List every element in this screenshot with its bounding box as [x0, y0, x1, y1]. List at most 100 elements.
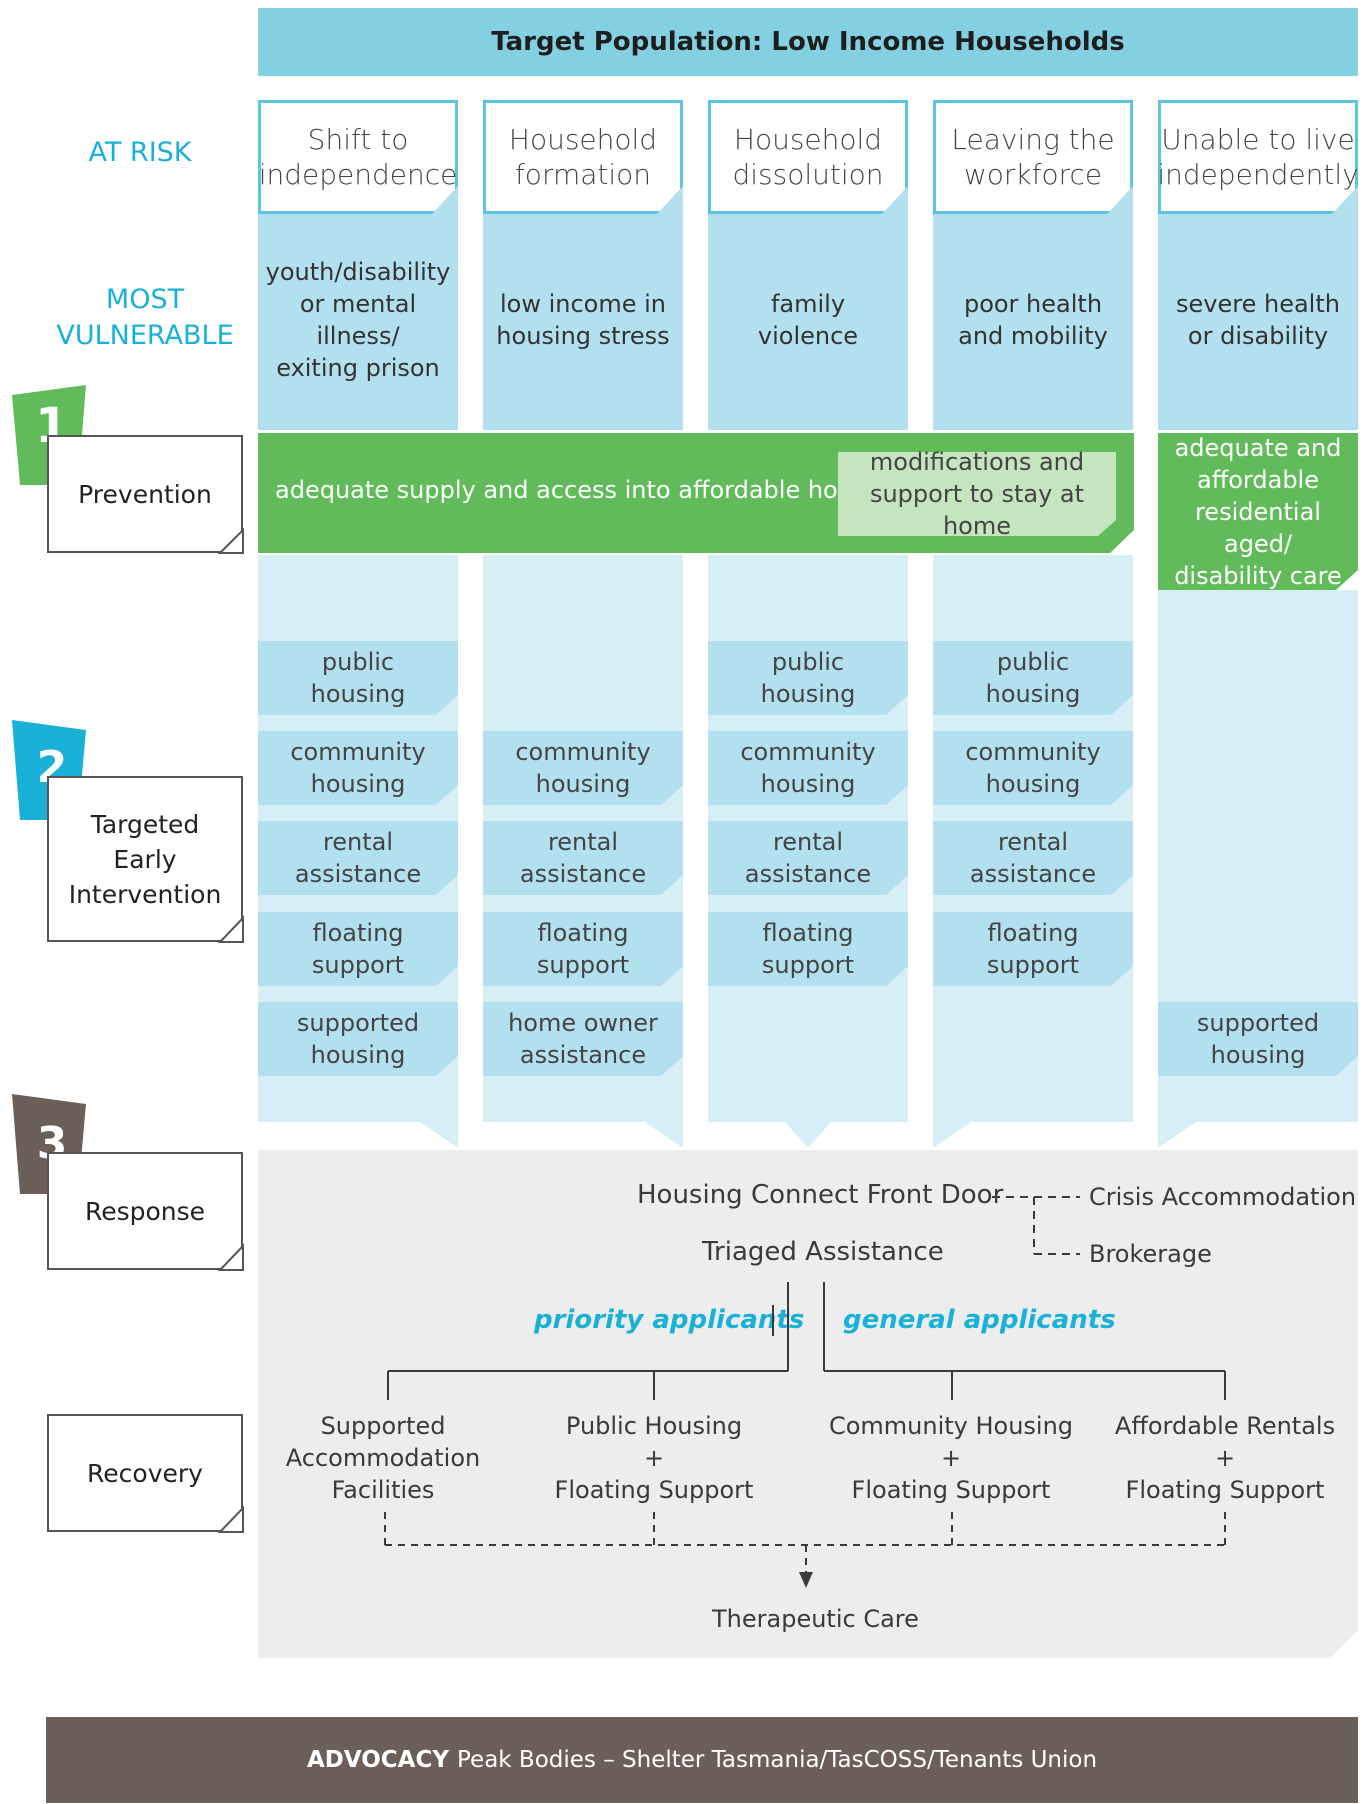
- service-text: floating: [312, 919, 404, 947]
- at-risk-corner-folds: [432, 186, 1358, 214]
- service-text: support: [986, 951, 1080, 979]
- stage-targeted-early-intervention-box: Targeted Early Intervention: [47, 776, 243, 942]
- service-text: housing: [985, 680, 1081, 708]
- modifications-box: modifications and support to stay at hom…: [838, 448, 1116, 540]
- stage-response-box: Response: [47, 1152, 243, 1270]
- at-risk-box-5: Unable to live independently: [1157, 100, 1359, 214]
- service-text: assistance: [519, 1041, 647, 1069]
- at-risk-box-3: Household dissolution: [708, 100, 908, 214]
- prevention-main-text: adequate supply and access into affordab…: [275, 476, 889, 504]
- at-risk-4-line-1: Leaving the: [951, 123, 1115, 156]
- aged-line-3: residential aged/: [1195, 497, 1321, 558]
- service-text: community: [290, 738, 426, 766]
- stage-2-line-2: Early: [113, 844, 177, 874]
- vulnerable-5-line-1: severe health: [1176, 290, 1340, 318]
- therapeutic-arrow-head: [799, 1572, 813, 1588]
- vulnerable-2: low income in housing stress: [483, 270, 683, 370]
- response-area-fold: [1330, 1630, 1358, 1658]
- service-text: housing: [760, 680, 856, 708]
- service-text: community: [740, 738, 876, 766]
- service-text: home owner: [508, 1009, 658, 1037]
- recovery-community-housing: Community Housing + Floating Support: [826, 1410, 1076, 1506]
- aged-line-4: disability care: [1174, 561, 1342, 590]
- stage-2-line-3: Intervention: [68, 879, 222, 909]
- vulnerable-1-line-2: or mental illness/: [299, 290, 417, 350]
- service-text: support: [761, 951, 855, 979]
- stage-response-label: Response: [84, 1196, 206, 1226]
- recovery-3-line-1: Community Housing: [828, 1412, 1074, 1440]
- recovery-3-line-3: Floating Support: [851, 1476, 1051, 1504]
- prevention-corner-fold: [1110, 530, 1134, 553]
- service-text: housing: [985, 770, 1081, 798]
- aged-line-2: affordable: [1197, 465, 1319, 494]
- service-text: rental: [547, 828, 619, 856]
- advocacy-text: Peak Bodies – Shelter Tasmania/TasCOSS/T…: [457, 1747, 1098, 1773]
- most-vulnerable-line-1: MOST: [105, 284, 185, 315]
- service-community-housing-2: community housing: [483, 731, 683, 805]
- stage-2-line-1: Targeted: [90, 809, 200, 839]
- recovery-1-line-1: Supported: [320, 1412, 446, 1440]
- modifications-line-1: modifications and: [869, 448, 1085, 476]
- at-risk-box-2: Household formation: [483, 100, 683, 214]
- service-text: floating: [987, 919, 1079, 947]
- vulnerable-1-line-1: youth/disability: [265, 258, 451, 286]
- service-text: housing: [1210, 1041, 1306, 1069]
- service-text: public: [996, 648, 1070, 676]
- priority-applicants-label: priority applicants: [534, 1305, 805, 1335]
- modifications-corner-fold: [1098, 520, 1116, 536]
- at-risk-3-line-1: Household: [733, 123, 883, 156]
- service-text: housing: [760, 770, 856, 798]
- vulnerable-5: severe health or disability: [1158, 270, 1358, 370]
- title-text: Target Population: Low Income Households: [491, 27, 1125, 57]
- vulnerable-4: poor health and mobility: [933, 270, 1133, 370]
- recovery-dashed-lines: [384, 1512, 1226, 1572]
- front-door-dashed-lines: [992, 1196, 1080, 1255]
- recovery-supported-accommodation: Supported Accommodation Facilities: [283, 1410, 483, 1506]
- service-text: supported: [296, 1009, 420, 1037]
- general-applicants-label: general applicants: [843, 1305, 1116, 1335]
- service-text: assistance: [744, 860, 872, 888]
- vulnerable-5-line-2: or disability: [1187, 322, 1329, 350]
- applicant-split-lines: [387, 1282, 1226, 1400]
- service-text: rental: [322, 828, 394, 856]
- at-risk-label: AT RISK: [88, 137, 192, 168]
- target-population-title: Target Population: Low Income Households: [258, 8, 1358, 76]
- at-risk-box-4: Leaving the workforce: [933, 100, 1133, 214]
- service-text: assistance: [969, 860, 1097, 888]
- recovery-public-housing: Public Housing + Floating Support: [544, 1410, 764, 1506]
- vulnerable-3-line-2: violence: [757, 322, 859, 350]
- aged-line-1: adequate and: [1174, 433, 1342, 462]
- service-community-housing-3: community housing: [708, 731, 908, 805]
- service-text: community: [515, 738, 651, 766]
- at-risk-1-line-1: Shift to: [307, 123, 409, 156]
- service-text: public: [771, 648, 845, 676]
- triaged-assistance: Triaged Assistance: [702, 1237, 944, 1267]
- at-risk-box-1: Shift to independence: [258, 100, 458, 214]
- service-public-housing-4: public housing: [933, 641, 1133, 715]
- therapeutic-care: Therapeutic Care: [712, 1605, 919, 1633]
- service-text: assistance: [519, 860, 647, 888]
- service-floating-support-4: floating support: [933, 912, 1133, 986]
- recovery-affordable-rentals: Affordable Rentals + Floating Support: [1110, 1410, 1340, 1506]
- vulnerable-2-line-1: low income in: [499, 290, 667, 318]
- recovery-1-line-3: Facilities: [331, 1476, 435, 1504]
- recovery-4-line-2: +: [1214, 1444, 1236, 1472]
- at-risk-2-line-1: Household: [508, 123, 658, 156]
- at-risk-4-line-2: workforce: [963, 158, 1103, 191]
- service-home-owner-assistance-2: home owner assistance: [483, 1002, 683, 1076]
- service-text: housing: [535, 770, 631, 798]
- aged-corner-fold: [1336, 570, 1358, 590]
- vulnerable-1-line-3: exiting prison: [276, 354, 440, 382]
- modifications-line-2: support to stay at home: [869, 480, 1085, 540]
- service-public-housing-3: public housing: [708, 641, 908, 715]
- most-vulnerable-label: MOST VULNERABLE: [40, 282, 250, 354]
- advocacy-bold: ADVOCACY: [306, 1747, 449, 1773]
